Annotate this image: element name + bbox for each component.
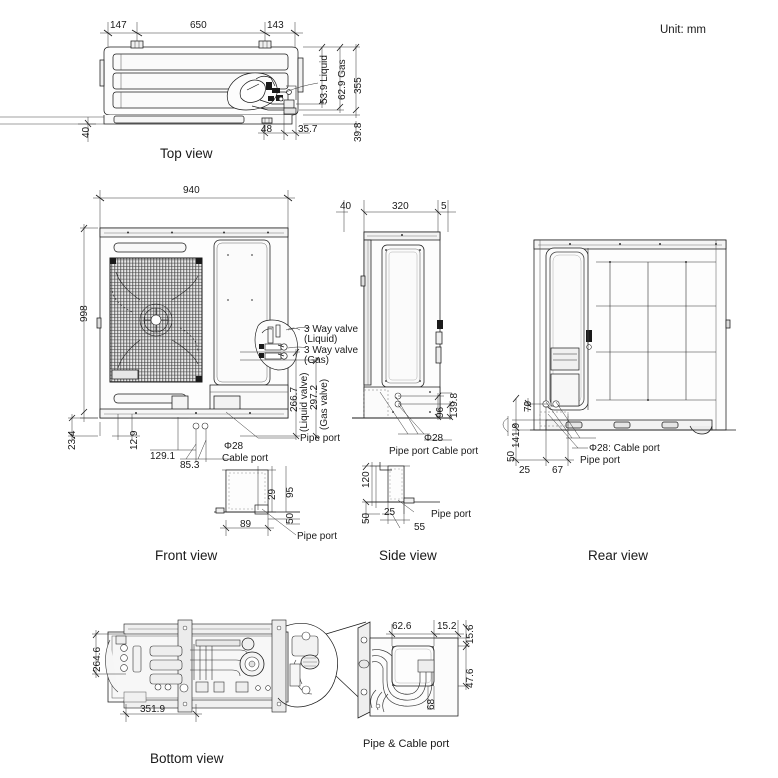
side-detail-callout-pipe-port: Pipe port	[431, 509, 472, 520]
port-dim-15.6: 15.6	[465, 624, 476, 644]
side-view-geometry	[336, 200, 456, 441]
front-dim-85.3: 85.3	[180, 460, 200, 471]
bottom-dim-351.9: 351.9	[140, 704, 166, 715]
rear-dim-141.9: 141.9	[511, 422, 522, 448]
front-detail-geometry	[214, 466, 300, 536]
side-view-title: Side view	[379, 548, 437, 563]
side-detail-dim-55: 55	[414, 522, 426, 533]
front-detail-dim-29: 29	[267, 488, 278, 500]
bottom-dim-264.6: 264.6	[92, 646, 103, 672]
unit-note: Unit: mm	[660, 24, 706, 36]
side-dim-dia28: Φ28	[424, 433, 444, 444]
rear-view-geometry	[502, 239, 736, 466]
front-detail-dim-89: 89	[240, 519, 252, 530]
front-callout-cable-port: Cable port	[222, 453, 269, 464]
side-dim-5: 5	[441, 201, 447, 212]
rear-dim-67: 67	[552, 465, 564, 476]
front-detail-callout-pipe-port: Pipe port	[297, 531, 338, 542]
rear-dim-70: 70	[523, 400, 534, 412]
side-dim-96: 96	[435, 406, 446, 418]
front-view-title: Front view	[155, 548, 218, 563]
side-dim-320: 320	[392, 201, 409, 212]
bottom-view-geometry	[92, 619, 373, 722]
top-view-geometry	[0, 22, 360, 142]
top-dim-147: 147	[110, 20, 127, 31]
side-dim-40: 40	[340, 201, 352, 212]
port-dim-62.6: 62.6	[392, 621, 412, 632]
side-detail-dim-50: 50	[361, 512, 372, 524]
top-dim-40: 40	[81, 126, 92, 138]
front-callout-3way-liquid-2: (Liquid)	[304, 334, 338, 345]
rear-view-title: Rear view	[588, 548, 649, 563]
side-callout-cable-port: Cable port	[432, 446, 479, 457]
side-detail-geometry	[362, 462, 440, 529]
front-dim-dia28: Φ28	[224, 441, 244, 452]
side-detail-dim-120: 120	[361, 471, 372, 488]
front-detail-dim-50: 50	[285, 512, 296, 524]
top-dim-39.8: 39.8	[353, 122, 364, 142]
top-dim-355: 355	[353, 77, 364, 94]
top-dim-35.7: 35.7	[298, 124, 318, 135]
front-callout-3way-liquid-1: 3 Way valve	[304, 324, 359, 335]
side-detail-dim-25: 25	[384, 507, 396, 518]
front-dim-940: 940	[183, 185, 200, 196]
front-dim-129.1: 129.1	[150, 451, 176, 462]
side-callout-pipe-port: Pipe port	[389, 446, 430, 457]
top-dim-650: 650	[190, 20, 207, 31]
front-view-geometry	[68, 190, 320, 462]
top-view-title: Top view	[160, 146, 213, 161]
front-dim-297.2-sub: (Gas valve)	[319, 378, 330, 430]
front-dim-12.9: 12.9	[129, 430, 140, 450]
rear-callout-cable-port: Φ28: Cable port	[589, 443, 660, 454]
top-dim-48: 48	[261, 124, 273, 135]
rear-dim-25: 25	[519, 465, 531, 476]
port-dim-15.2: 15.2	[437, 621, 457, 632]
bottom-view-title: Bottom view	[150, 751, 224, 766]
rear-dim-50: 50	[506, 450, 517, 462]
front-callout-pipe-port: Pipe port	[300, 433, 341, 444]
top-dim-143: 143	[267, 20, 284, 31]
pipe-cable-port-geometry	[357, 620, 470, 719]
pipe-cable-port-title: Pipe & Cable port	[363, 738, 450, 750]
front-callout-3way-gas-1: 3 Way valve	[304, 345, 359, 356]
port-dim-68: 68	[426, 698, 437, 710]
front-detail-dim-95: 95	[285, 486, 296, 498]
port-dim-47.6: 47.6	[465, 668, 476, 688]
top-dim-53.9-liquid: 53.9 Liquid	[319, 55, 330, 104]
side-dim-139.8: 139.8	[449, 392, 460, 418]
top-dim-62.9-gas: 62.9 Gas	[337, 59, 348, 100]
front-dim-23.4: 23.4	[67, 430, 78, 450]
rear-callout-pipe-port: Pipe port	[580, 455, 621, 466]
front-callout-3way-gas-2: (Gas)	[304, 355, 329, 366]
front-dim-998: 998	[79, 305, 90, 322]
